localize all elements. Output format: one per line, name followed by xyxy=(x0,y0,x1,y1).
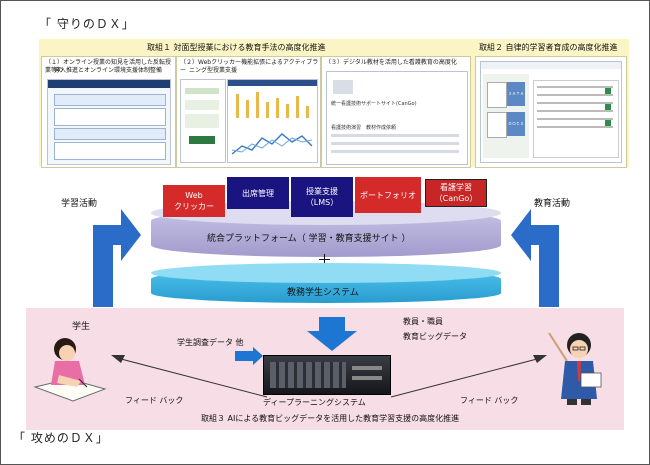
tab-web-clicker-line2: クリッカー xyxy=(174,202,214,211)
tab-attendance: 出席管理 xyxy=(227,177,289,209)
panel-4-card-2: ＤＯＣＸ xyxy=(507,112,525,136)
deep-learning-label: ディープラーニングシステム xyxy=(263,398,366,407)
panel-4-card-1: ３ＡＴＡ xyxy=(507,82,525,106)
integrated-platform-label: 統合プラットフォーム（ 学習・教育支援サイト ） xyxy=(207,234,411,244)
tab-lms: 授業支援 （LMS） xyxy=(291,177,353,217)
panel-2-title-line2: ニング型授業支援 xyxy=(189,67,238,74)
down-arrow xyxy=(307,317,357,351)
panel-online-flipped: （１）オンライン授業の知見を活用した反転授業等の 導入推進とオンライン環境支援体… xyxy=(41,56,176,168)
panel-1-title-line1: （１）オンライン授業の知見を活用した反転授業等の xyxy=(45,59,172,74)
student-illustration xyxy=(33,338,107,402)
student-system-label: 教務学生システム xyxy=(287,288,359,298)
panel-3-title: （３）デジタル教材を活用した看護教育の高度化 xyxy=(325,59,457,66)
panel-2-phone-screenshot xyxy=(180,79,226,163)
tab-attendance-label: 出席管理 xyxy=(242,188,274,198)
survey-data-label: 学生調査データ 他 xyxy=(177,338,244,347)
panel-2-title-line1: （２）Webクリッカー機能拡張によるアクティブラー xyxy=(180,59,319,74)
panel-3-screenshot: 統一看護技術サポートサイト(CanGo) 看護技術演習 教材作成依頼 xyxy=(326,71,468,165)
feedback-arrow-left xyxy=(111,355,268,398)
education-activity-label: 教育活動 xyxy=(534,199,571,209)
tab-lms-line1: 授業支援 xyxy=(306,187,338,196)
bigdata-label: 教育ビッグデータ xyxy=(403,332,467,341)
panel-1-title-line2: 導入推進とオンライン環境支援体制整備 xyxy=(54,67,163,74)
heading-offensive-dx: 「 攻めのＤＸ」 xyxy=(13,431,109,445)
student-system-top xyxy=(151,263,501,283)
tab-nursing-cango: 看護学習 （CanGo） xyxy=(425,179,487,207)
server-image xyxy=(263,355,391,395)
learning-activity-label: 学習活動 xyxy=(61,199,98,209)
panel-nursing-digital: （３）デジタル教材を活用した看護教育の高度化 統一看護技術サポートサイト(Can… xyxy=(321,56,471,168)
panel-2-chart-screenshot xyxy=(227,79,318,163)
education-activity-arrow xyxy=(511,209,559,307)
tab-portfolio: ポートフォリオ xyxy=(355,177,421,213)
teacher-illustration xyxy=(548,332,602,405)
tab-web-clicker: Web クリッカー xyxy=(163,185,225,217)
panel-web-clicker: （２）Webクリッカー機能拡張によるアクティブラー ニング型授業支援 xyxy=(176,56,321,168)
survey-data-arrow xyxy=(235,347,263,365)
tab-nursing-line2: （CanGo） xyxy=(434,194,478,203)
feedback-left-label: フィード バック xyxy=(125,396,184,405)
panel-3-request: 看護技術演習 教材作成依頼 xyxy=(331,125,397,131)
tab-web-clicker-line1: Web xyxy=(185,191,203,200)
panel-4-screenshot: ３ＡＴＡ ＤＯＣＸ xyxy=(480,61,622,163)
tab-lms-line2: （LMS） xyxy=(305,198,339,207)
initiative-2-title: 取組２ 自律的学習者育成の高度化推進 xyxy=(479,43,618,52)
panel-1-screenshot xyxy=(47,79,171,165)
tab-portfolio-label: ポートフォリオ xyxy=(360,190,416,200)
student-label: 学生 xyxy=(72,322,91,332)
staff-label: 教員・職員 xyxy=(403,317,443,326)
learning-activity-arrow xyxy=(93,209,141,307)
initiative-1-title: 取組１ 対面型授業における教育手法の高度化推進 xyxy=(147,43,326,52)
initiative-3-title: 取組３ AIによる教育ビッグデータを活用した教育学習支援の高度化推進 xyxy=(201,414,460,423)
tab-nursing-line1: 看護学習 xyxy=(440,183,472,192)
panel-3-site-title: 統一看護技術サポートサイト(CanGo) xyxy=(331,101,417,107)
feedback-arrow-right xyxy=(390,355,547,398)
panel-portfolio: ３ＡＴＡ ＤＯＣＸ xyxy=(475,56,627,168)
feedback-right-label: フィード バック xyxy=(460,396,519,405)
heading-defensive-dx: 「 守りのＤＸ」 xyxy=(39,17,135,31)
